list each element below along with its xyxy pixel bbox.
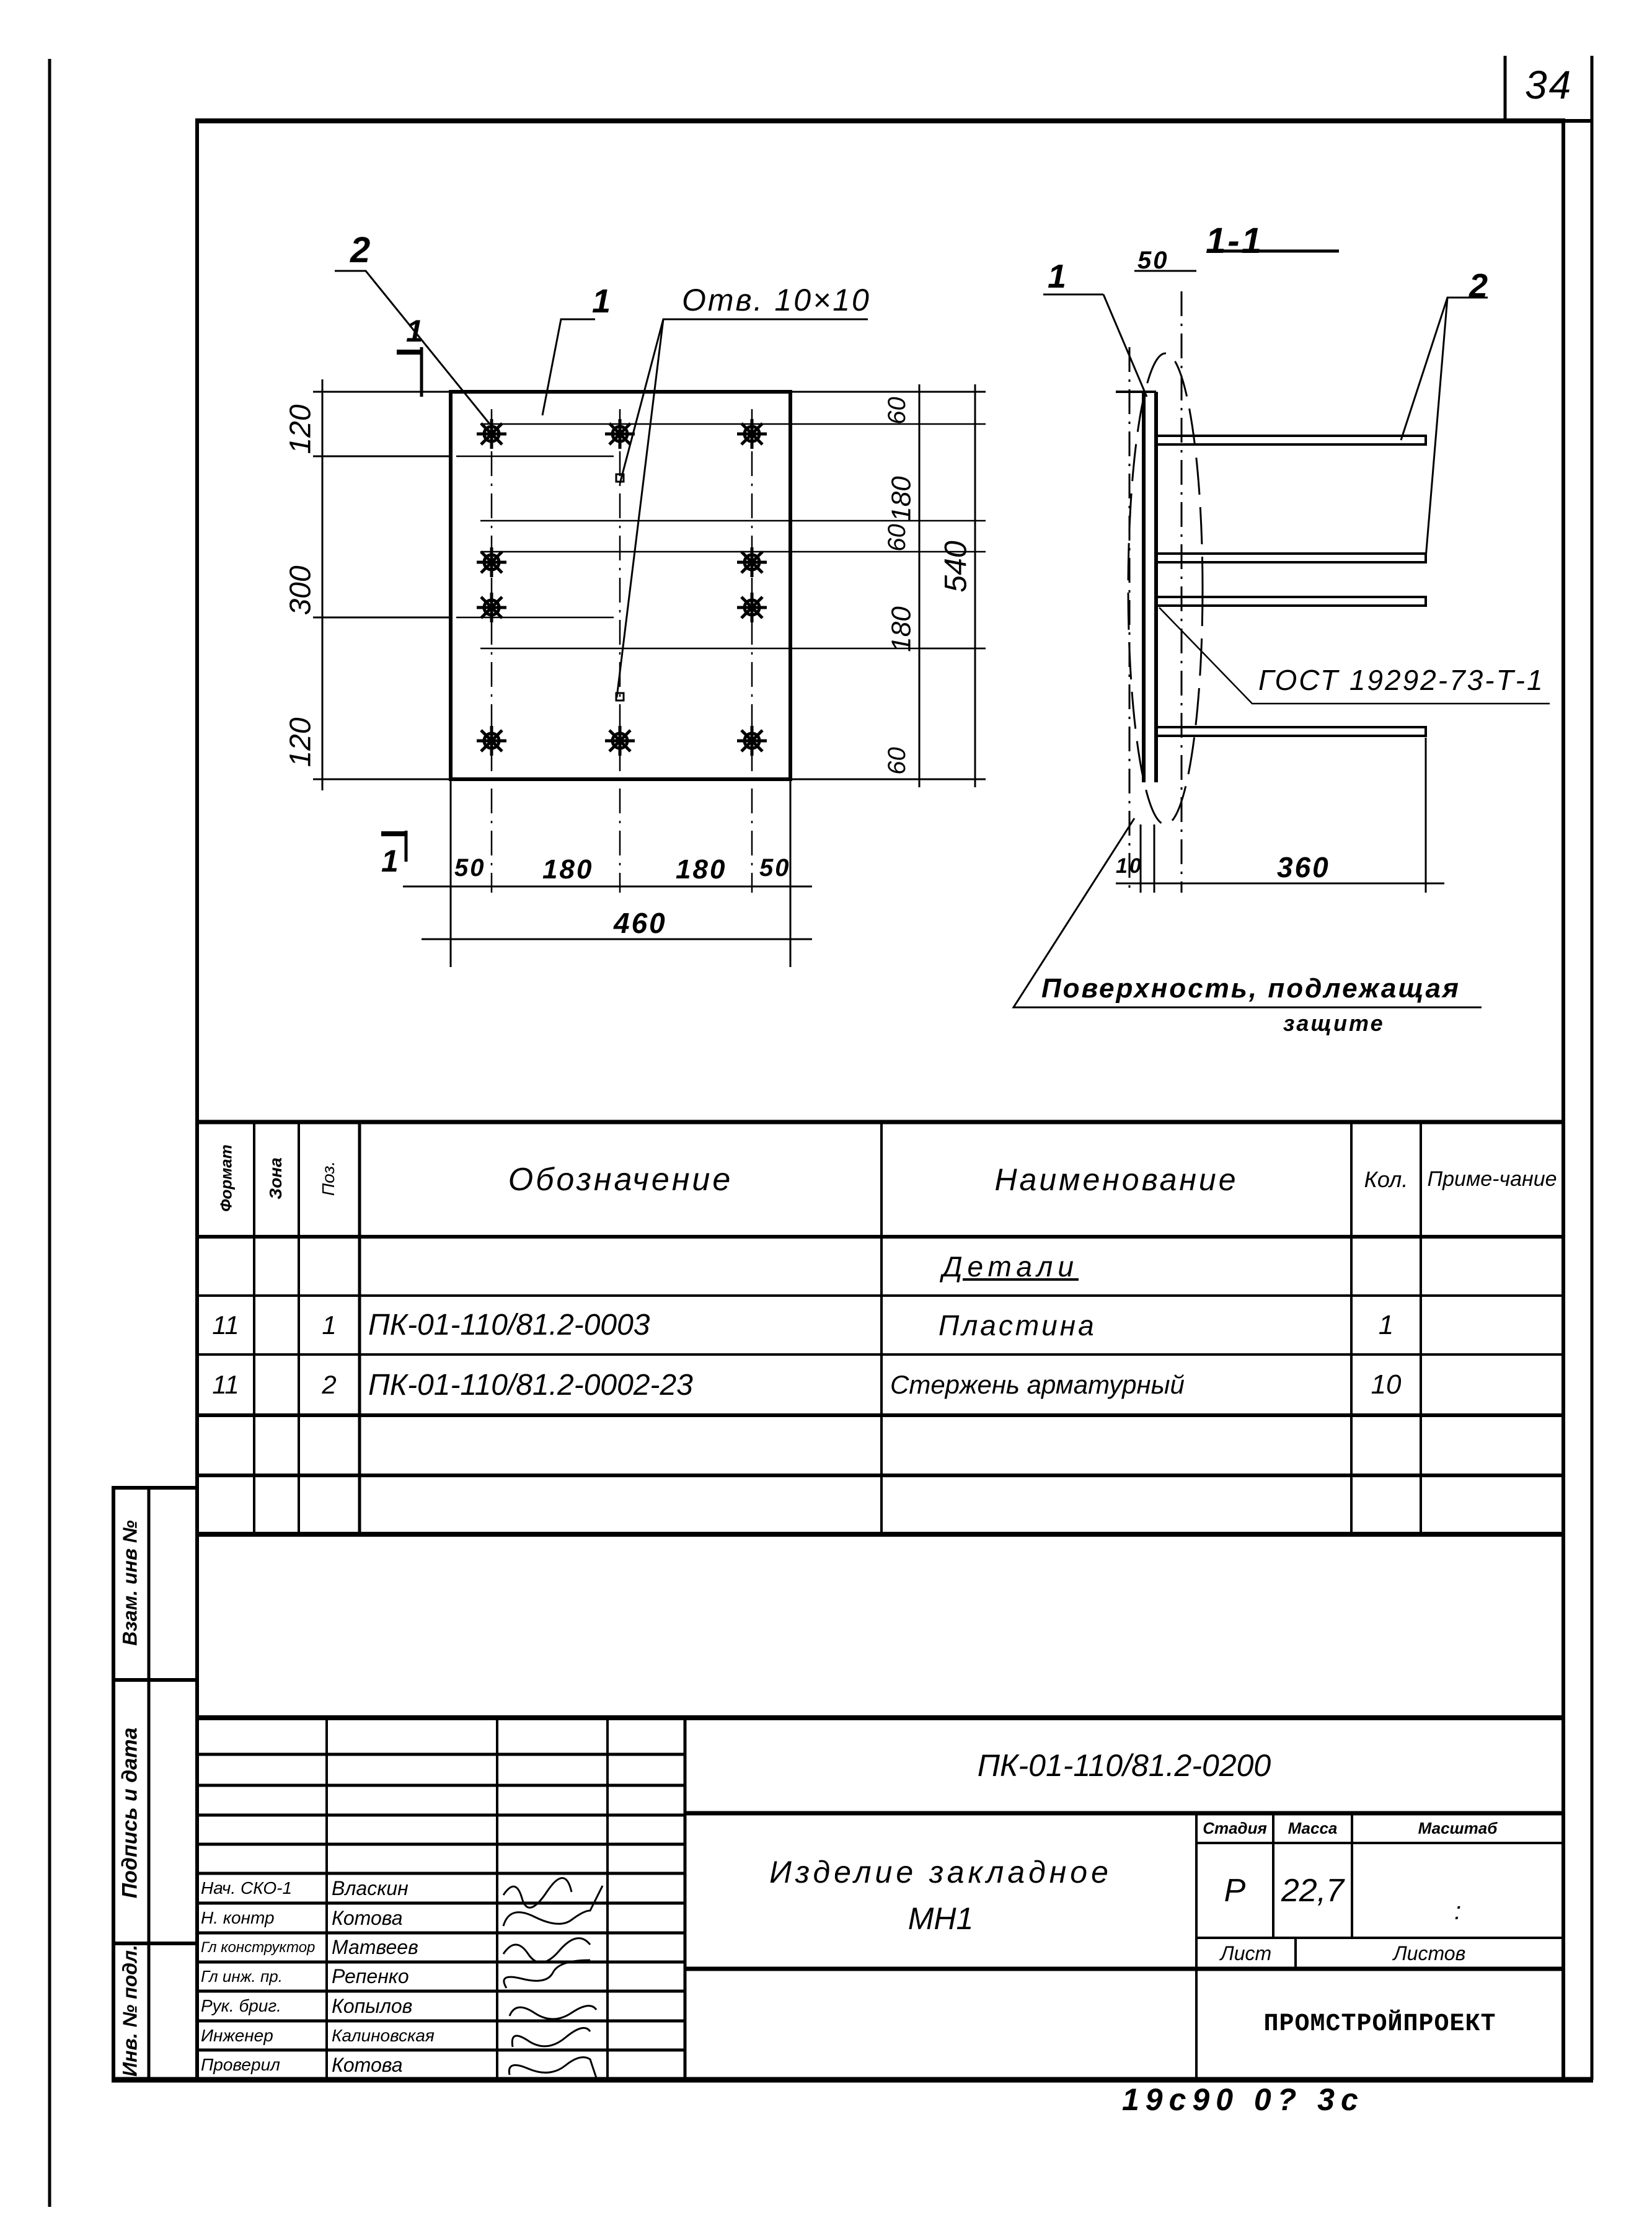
dim-bottom-50-b: 50 — [759, 854, 791, 882]
signatory-role: Гл конструктор — [201, 1938, 316, 1956]
dim-left-120-bottom: 120 — [284, 717, 317, 767]
signatory-role: Гл инж. пр. — [201, 1967, 283, 1986]
signatory-role: Проверил — [201, 2055, 280, 2074]
signatory-role: Инженер — [201, 2025, 273, 2045]
signatory-role: Нач. СКО-1 — [201, 1878, 293, 1898]
signatory-name: Копылов — [332, 1994, 413, 2017]
surface-note-line1: Поверхность, подлежащая — [1041, 973, 1460, 1004]
dim-right-60-a: 60 — [883, 397, 911, 425]
dim-overall-width: 460 — [614, 907, 667, 939]
header-pos: Поз. — [319, 1160, 338, 1196]
plan-view — [313, 270, 986, 967]
header-format: Формат — [216, 1144, 236, 1212]
section-dim-10: 10 — [1116, 854, 1143, 878]
stage-label: Стадия — [1203, 1818, 1267, 1837]
page-number: 34 — [1525, 63, 1573, 107]
scale-label: Масштаб — [1418, 1818, 1498, 1837]
sheet-label: Лист — [1220, 1942, 1272, 1964]
signatory-name: Котова — [332, 1906, 403, 1929]
signatory-role: Рук. бриг. — [201, 1996, 281, 2015]
dim-right-180-b: 180 — [886, 606, 917, 652]
scale-value: : — [1454, 1897, 1462, 1925]
weld-note: ГОСТ 19292-73-Т-1 — [1258, 664, 1545, 696]
dim-right-60-c: 60 — [883, 747, 911, 775]
mass-label: Масса — [1288, 1818, 1338, 1837]
signatory-role: Н. контр — [201, 1908, 275, 1927]
hole-note: Отв. 10×10 — [682, 283, 871, 317]
signatory-name: Репенко — [332, 1965, 409, 1987]
section-view — [1012, 249, 1550, 1009]
stud-symbols — [477, 419, 767, 756]
sheets-label: Листов — [1393, 1942, 1466, 1964]
side-inv-podl: Инв. № подл. — [118, 1945, 141, 2077]
row2-name: Стержень арматурный — [890, 1370, 1185, 1399]
row2-qty: 10 — [1371, 1369, 1402, 1400]
dim-right-180-a: 180 — [886, 476, 917, 522]
mass-value: 22,7 — [1281, 1872, 1345, 1909]
doc-code: ПК-01-110/81.2-0200 — [977, 1748, 1271, 1783]
side-vzam-inv: Взам. инв № — [118, 1520, 141, 1646]
section-dim-50: 50 — [1137, 247, 1169, 274]
leader-label-pos2: 2 — [350, 230, 373, 270]
row2-format: 11 — [212, 1370, 239, 1399]
header-note: Приме-чание — [1427, 1167, 1557, 1191]
section-dim-360: 360 — [1277, 851, 1330, 883]
stage-value: Р — [1224, 1872, 1246, 1909]
dim-overall-height: 540 — [938, 541, 973, 593]
section-mark-bottom: 1 — [381, 844, 400, 878]
dim-left-300: 300 — [284, 565, 317, 616]
dim-bottom-180-a: 180 — [542, 854, 594, 885]
leader-label-pos1: 1 — [592, 283, 613, 320]
dim-bottom-50-a: 50 — [454, 854, 486, 882]
row1-name: Пластина — [939, 1309, 1097, 1341]
product-name-line1: Изделие закладное — [769, 1855, 1112, 1889]
row2-designation: ПК-01-110/81.2-0002-23 — [368, 1368, 693, 1402]
row1-designation: ПК-01-110/81.2-0003 — [368, 1309, 650, 1341]
row1-qty: 1 — [1378, 1309, 1394, 1340]
organization: ПРОМСТРОЙПРОЕКТ — [1263, 2010, 1496, 2038]
signatory-name: Калиновская — [332, 2025, 435, 2045]
header-designation: Обозначение — [508, 1161, 733, 1198]
section-mark-top: 1 — [406, 314, 425, 348]
header-zone: Зона — [266, 1157, 285, 1200]
row1-format: 11 — [212, 1310, 239, 1340]
side-podpis-data: Подпись и дата — [118, 1727, 142, 1899]
row1-pos: 1 — [322, 1310, 337, 1340]
section-title: 1-1 — [1206, 221, 1263, 261]
signatory-name: Матвеев — [332, 1936, 418, 1958]
dim-right-60-b: 60 — [883, 524, 911, 552]
section-title-details: Детали — [942, 1250, 1079, 1283]
dim-left-120-top: 120 — [284, 404, 317, 454]
header-qty: Кол. — [1364, 1166, 1408, 1192]
signatory-name: Власкин — [332, 1876, 409, 1899]
dim-bottom-180-b: 180 — [676, 854, 727, 885]
row2-pos: 2 — [322, 1370, 337, 1399]
section-leader-pos2: 2 — [1469, 267, 1490, 304]
product-name-line2: МН1 — [908, 1901, 974, 1936]
header-name: Наименование — [994, 1162, 1239, 1197]
signatory-name: Котова — [332, 2053, 403, 2076]
surface-note-line2: защите — [1283, 1010, 1385, 1036]
signatures — [502, 1877, 604, 2079]
section-leader-pos1: 1 — [1048, 258, 1069, 295]
bottom-stamp: 19c90 0? 3c — [1122, 2082, 1364, 2117]
